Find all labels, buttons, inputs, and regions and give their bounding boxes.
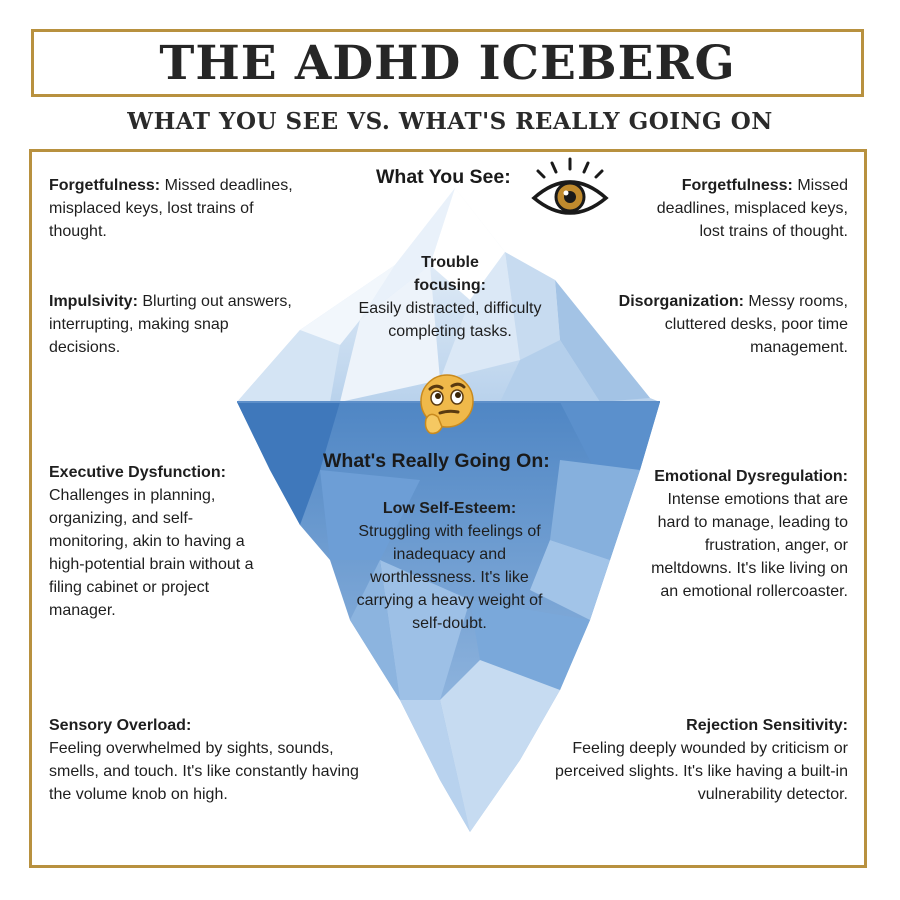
item-trouble-focusing: Trouble focusing: Easily distracted, dif… xyxy=(355,251,545,343)
thinking-face-icon xyxy=(420,374,474,435)
item-text: Struggling with feelings of inadequacy a… xyxy=(356,523,543,632)
item-text: Easily distracted, difficulty completing… xyxy=(358,300,542,340)
item-label: Rejection Sensitivity: xyxy=(686,717,848,734)
item-text: Missed deadlines, misplaced keys, lost t… xyxy=(49,177,293,240)
item-text: Intense emotions that are hard to manage… xyxy=(651,491,848,600)
item-executive-dysfunction: Executive Dysfunction: Challenges in pla… xyxy=(49,461,264,622)
item-text: Feeling overwhelmed by sights, sounds, s… xyxy=(49,740,359,803)
iceberg-tip xyxy=(237,188,660,402)
item-text: Blurting out answers, interrupting, maki… xyxy=(49,293,292,356)
item-text: Feeling deeply wounded by criticism or p… xyxy=(555,740,848,803)
item-text: Messy rooms, cluttered desks, poor time … xyxy=(664,293,848,356)
content-frame xyxy=(29,149,867,868)
item-text: Missed deadlines, misplaced keys, lost t… xyxy=(656,177,848,240)
item-sensory-overload: Sensory Overload: Feeling overwhelmed by… xyxy=(49,714,369,806)
item-forgetfulness-left: Forgetfulness: Missed deadlines, misplac… xyxy=(49,174,299,243)
item-label: Disorganization: xyxy=(618,293,744,310)
item-label: Low Self-Esteem: xyxy=(382,500,517,517)
page-title: THE ADHD ICEBERG xyxy=(159,35,736,91)
item-disorganization: Disorganization: Messy rooms, cluttered … xyxy=(618,290,848,359)
item-rejection-sensitivity: Rejection Sensitivity: Feeling deeply wo… xyxy=(528,714,848,806)
item-label: Forgetfulness: xyxy=(49,177,161,194)
title-box: THE ADHD ICEBERG xyxy=(31,29,864,97)
item-forgetfulness-right: Forgetfulness: Missed deadlines, misplac… xyxy=(628,174,848,243)
item-label: Sensory Overload: xyxy=(49,717,192,734)
what-you-see-heading: What You See: xyxy=(376,166,511,188)
page-subtitle: WHAT YOU SEE VS. WHAT'S REALLY GOING ON xyxy=(127,108,773,135)
item-label: Emotional Dysregulation: xyxy=(654,468,848,485)
item-low-self-esteem: Low Self-Esteem: Struggling with feeling… xyxy=(342,497,557,635)
iceberg-base xyxy=(237,402,660,832)
item-emotional-dysregulation: Emotional Dysregulation: Intense emotion… xyxy=(638,465,848,603)
item-impulsivity: Impulsivity: Blurting out answers, inter… xyxy=(49,290,299,359)
item-text: Challenges in planning, organizing, and … xyxy=(49,487,254,619)
item-label: Executive Dysfunction: xyxy=(49,464,226,481)
eye-icon xyxy=(531,157,609,215)
item-label: Forgetfulness: xyxy=(681,177,793,194)
item-label: Impulsivity: xyxy=(49,293,138,310)
whats-really-going-on-heading: What's Really Going On: xyxy=(323,450,550,472)
item-label: Trouble focusing: xyxy=(414,254,486,294)
